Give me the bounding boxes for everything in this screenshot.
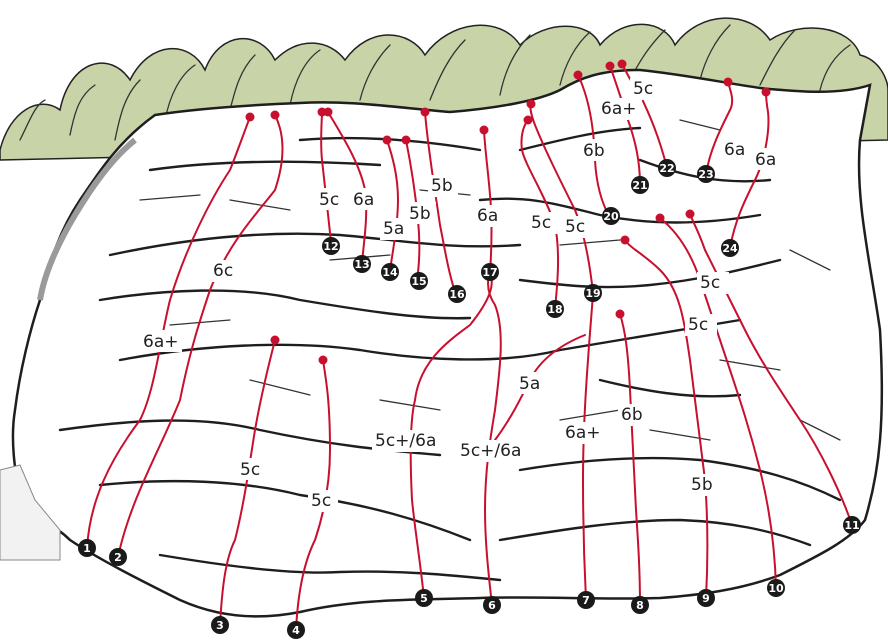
route-badge-13: 13: [353, 255, 371, 273]
svg-text:3: 3: [216, 619, 224, 632]
svg-text:5: 5: [420, 592, 428, 605]
route-badge-5: 5: [415, 589, 433, 607]
grade-label-route-8: 6b: [621, 405, 643, 425]
svg-text:12: 12: [323, 240, 338, 253]
svg-text:20: 20: [603, 210, 619, 223]
svg-text:21: 21: [632, 179, 647, 192]
grade-label-route-19: 5c: [565, 217, 585, 237]
svg-text:8: 8: [636, 599, 644, 612]
grade-label-route-5: 5c+/6a: [375, 431, 436, 451]
grade-label-route-21: 6a+: [601, 99, 636, 119]
grade-label-route-18: 5c: [531, 213, 551, 233]
grade-label-route-15: 5b: [409, 204, 431, 224]
route-badge-18: 18: [546, 300, 564, 318]
grade-label-route-22: 5c: [633, 79, 653, 99]
route-badge-6: 6: [483, 596, 501, 614]
grade-label-route-16: 5b: [431, 176, 453, 196]
grade-label-route-10: 5c: [688, 315, 708, 335]
route-badge-19: 19: [584, 284, 602, 302]
svg-text:4: 4: [292, 624, 300, 637]
svg-text:9: 9: [702, 592, 710, 605]
svg-text:19: 19: [585, 287, 600, 300]
svg-text:6: 6: [488, 599, 496, 612]
svg-text:7: 7: [582, 594, 590, 607]
grade-label-route-20: 6b: [583, 141, 605, 161]
grade-label-route-3: 5c: [240, 460, 260, 480]
svg-text:1: 1: [83, 542, 91, 555]
route-badge-8: 8: [631, 596, 649, 614]
route-badge-24: 24: [721, 239, 739, 257]
svg-text:23: 23: [698, 168, 713, 181]
svg-text:15: 15: [411, 275, 426, 288]
grade-label-route-11: 5c: [700, 273, 720, 293]
grade-label-route-23: 6a: [724, 140, 745, 160]
route-badge-22: 22: [658, 159, 676, 177]
route-badge-16: 16: [448, 285, 466, 303]
route-badge-20: 20: [602, 207, 620, 225]
grade-label-variant: 5a: [519, 374, 540, 394]
route-badge-14: 14: [381, 263, 399, 281]
grade-label-route-2: 6c: [213, 261, 233, 281]
grade-label-route-1: 6a+: [143, 332, 178, 352]
grade-label-route-14: 5a: [383, 219, 404, 239]
route-badge-15: 15: [410, 272, 428, 290]
route-badge-17: 17: [481, 263, 499, 281]
route-badge-7: 7: [577, 591, 595, 609]
grade-label-route-6: 5c+/6a: [460, 441, 521, 461]
svg-text:11: 11: [844, 519, 859, 532]
grade-label-route-4: 5c: [311, 491, 331, 511]
route-badge-10: 10: [767, 579, 785, 597]
route-badge-4: 4: [287, 621, 305, 639]
route-badge-3: 3: [211, 616, 229, 634]
route-badge-23: 23: [697, 165, 715, 183]
route-badge-12: 12: [322, 237, 340, 255]
svg-text:18: 18: [547, 303, 562, 316]
grade-label-route-9: 5b: [691, 475, 713, 495]
svg-text:22: 22: [659, 162, 674, 175]
grade-label-route-12: 5c: [319, 190, 339, 210]
grade-label-route-24: 6a: [755, 150, 776, 170]
svg-text:10: 10: [768, 582, 784, 595]
svg-text:2: 2: [114, 551, 122, 564]
grade-label-route-17: 6a: [477, 206, 498, 226]
route-badge-21: 21: [631, 176, 649, 194]
svg-text:13: 13: [354, 258, 369, 271]
svg-text:14: 14: [382, 266, 398, 279]
svg-text:16: 16: [449, 288, 465, 301]
grade-label-route-13: 6a: [353, 190, 374, 210]
grade-label-route-7: 6a+: [565, 423, 600, 443]
route-badge-11: 11: [843, 516, 861, 534]
route-badge-2: 2: [109, 548, 127, 566]
svg-text:24: 24: [722, 242, 738, 255]
route-badge-9: 9: [697, 589, 715, 607]
route-badge-1: 1: [78, 539, 96, 557]
svg-text:17: 17: [482, 266, 497, 279]
